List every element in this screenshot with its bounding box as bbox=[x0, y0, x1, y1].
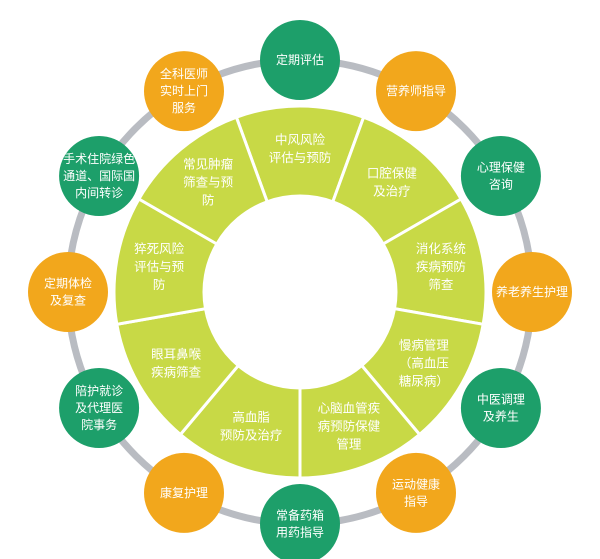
ring-label-line: 评估与预防 bbox=[269, 150, 332, 165]
node-elderly-care: 养老养生护理 bbox=[492, 252, 572, 332]
ring-label-line: 疾病预防 bbox=[416, 259, 466, 274]
node-label: 定期体检及复查 bbox=[44, 276, 92, 308]
node-label-line: 及代理医 bbox=[75, 401, 123, 415]
ring-label-chronic: 慢病管理 （高血压糖尿病） bbox=[399, 338, 450, 389]
node-label: 陪护就诊及代理医院事务 bbox=[75, 383, 123, 432]
node-assessment: 定期评估 bbox=[260, 20, 340, 100]
node-label-line: 康复护理 bbox=[160, 485, 208, 500]
node-label: 养老养生护理 bbox=[496, 284, 568, 299]
node-label-line: 常备药箱 bbox=[276, 508, 324, 523]
ring-label-line: 病预防保健 bbox=[318, 418, 381, 433]
ring-label-line: 消化系统 bbox=[416, 241, 466, 256]
ring-label-line: 管理 bbox=[336, 436, 362, 451]
node-label: 营养师指导 bbox=[386, 83, 446, 98]
node-label: 康复护理 bbox=[160, 485, 208, 500]
node-label-line: 通道、国际国 bbox=[63, 169, 135, 183]
ring-center bbox=[205, 197, 395, 387]
ring-label-line: 中风风险 bbox=[275, 132, 326, 147]
node-label-line: 院事务 bbox=[81, 417, 117, 432]
ring-label-line: 常见肿瘤 bbox=[183, 156, 234, 171]
ring-label-lipid: 高血脂预防及治疗 bbox=[220, 409, 283, 442]
ring-label-line: 慢病管理 bbox=[399, 338, 450, 353]
node-label-line: 及复查 bbox=[50, 294, 86, 308]
node-exercise: 运动健康指导 bbox=[376, 452, 456, 533]
node-label-line: 营养师指导 bbox=[386, 83, 446, 98]
node-label-line: 定期评估 bbox=[276, 52, 324, 67]
node-label: 中医调理及养生 bbox=[477, 392, 525, 424]
ring-label-line: 眼耳鼻喉 bbox=[151, 347, 202, 362]
node-circle bbox=[144, 452, 224, 533]
node-circle bbox=[59, 136, 140, 216]
node-label-line: 手术住院绿色 bbox=[63, 151, 135, 166]
node-rehab: 康复护理 bbox=[144, 452, 224, 533]
ring-label-line: 防 bbox=[153, 277, 166, 292]
ring-label-line: 筛查 bbox=[428, 277, 454, 292]
node-psych: 心理保健咨询 bbox=[460, 136, 541, 216]
ring-label-tumor: 常见肿瘤筛查与预防 bbox=[183, 156, 234, 207]
node-escort: 陪护就诊及代理医院事务 bbox=[59, 368, 140, 448]
ring-label-line: 及治疗 bbox=[373, 183, 411, 198]
node-label-line: 心理保健 bbox=[477, 161, 525, 175]
node-circle bbox=[260, 20, 340, 100]
ring-label-line: 评估与预 bbox=[134, 259, 184, 274]
node-label: 心理保健咨询 bbox=[477, 161, 525, 192]
node-tcm: 中医调理及养生 bbox=[460, 368, 541, 448]
node-label: 定期评估 bbox=[276, 52, 324, 67]
node-label-line: 及养生 bbox=[483, 409, 519, 424]
node-label-line: 实时上门 bbox=[160, 83, 208, 98]
node-circle bbox=[492, 252, 572, 332]
ring-label-stroke: 中风风险评估与预防 bbox=[269, 132, 332, 165]
ring-label-ent: 眼耳鼻喉疾病筛查 bbox=[151, 347, 202, 380]
node-circle bbox=[376, 51, 456, 132]
node-label: 全科医师实时上门服务 bbox=[160, 66, 208, 115]
node-label-line: 全科医师 bbox=[160, 66, 208, 81]
node-label-line: 指导 bbox=[404, 493, 428, 508]
node-label: 常备药箱用药指导 bbox=[276, 508, 324, 540]
ring-label-oral: 口腔保健及治疗 bbox=[367, 165, 418, 198]
node-green-channel: 手术住院绿色通道、国际国内间转诊 bbox=[59, 136, 140, 216]
node-checkup: 定期体检及复查 bbox=[28, 252, 108, 332]
node-label-line: 养老养生护理 bbox=[496, 284, 568, 299]
ring-label-line: 口腔保健 bbox=[367, 165, 418, 180]
ring-label-line: 疾病筛查 bbox=[151, 365, 202, 380]
node-circle bbox=[144, 51, 224, 132]
ring-label-digestive: 消化系统疾病预防筛查 bbox=[416, 241, 466, 292]
node-circle bbox=[59, 368, 140, 448]
node-label-line: 中医调理 bbox=[477, 392, 525, 407]
node-label-line: 咨询 bbox=[489, 177, 513, 192]
outer-nodes: 定期评估营养师指导心理保健咨询养老养生护理中医调理及养生运动健康指导常备药箱用药… bbox=[28, 20, 572, 559]
ring-label-line: 糖尿病） bbox=[399, 374, 449, 389]
node-label-line: 用药指导 bbox=[276, 525, 324, 540]
ring-label-line: 心脑血管疾 bbox=[318, 400, 381, 415]
node-circle bbox=[376, 452, 456, 533]
ring-label-line: （高血压 bbox=[399, 356, 449, 371]
ring-label-line: 高血脂 bbox=[232, 409, 270, 424]
node-label-line: 定期体检 bbox=[44, 276, 92, 291]
node-circle bbox=[460, 136, 541, 216]
node-label-line: 陪护就诊 bbox=[75, 383, 123, 398]
ring-label-line: 防 bbox=[202, 192, 215, 207]
node-label: 运动健康指导 bbox=[392, 476, 440, 508]
ring-segment-tumor bbox=[136, 115, 270, 247]
node-label-line: 运动健康 bbox=[392, 476, 440, 491]
ring-label-cardio: 心脑血管疾病预防保健管理 bbox=[318, 400, 381, 451]
ring-label-line: 猝死风险 bbox=[134, 241, 185, 256]
node-doctor-visit: 全科医师实时上门服务 bbox=[144, 51, 224, 132]
ring-label-sudden-death: 猝死风险评估与预防 bbox=[134, 241, 185, 292]
ring-label-line: 预防及治疗 bbox=[220, 427, 283, 442]
node-label-line: 服务 bbox=[172, 100, 196, 115]
node-label: 手术住院绿色通道、国际国内间转诊 bbox=[63, 151, 135, 200]
node-circle bbox=[28, 252, 108, 332]
node-medicine-kit: 常备药箱用药指导 bbox=[260, 484, 340, 559]
ring-label-line: 筛查与预 bbox=[183, 174, 233, 189]
node-circle bbox=[460, 368, 541, 448]
node-label-line: 内间转诊 bbox=[75, 185, 123, 200]
node-circle bbox=[260, 484, 340, 559]
inner-ring: 中风风险评估与预防口腔保健及治疗消化系统疾病预防筛查慢病管理（高血压糖尿病）心脑… bbox=[112, 104, 488, 480]
node-nutrition: 营养师指导 bbox=[376, 51, 456, 132]
